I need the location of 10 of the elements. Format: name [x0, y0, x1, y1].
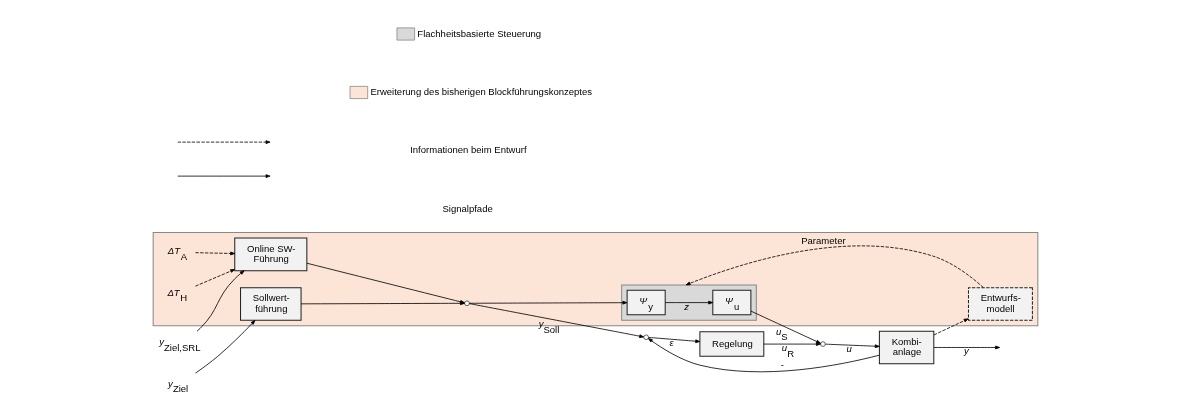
edge-label: - [780, 359, 784, 371]
edge-label: z [683, 300, 689, 312]
legend-label: Signalpfade [442, 202, 493, 214]
edge-label: Parameter [800, 235, 846, 247]
legend-label: Informationen beim Entwurf [409, 144, 527, 156]
legend-label: Erweiterung des bisherigen Blockführungskonzeptes [369, 86, 592, 97]
edge-label: ε [669, 337, 674, 349]
legend-label: Flachheitsbasierte Steuerung [416, 27, 541, 39]
edge-label: u [846, 343, 852, 355]
edge-label: y [963, 345, 969, 357]
